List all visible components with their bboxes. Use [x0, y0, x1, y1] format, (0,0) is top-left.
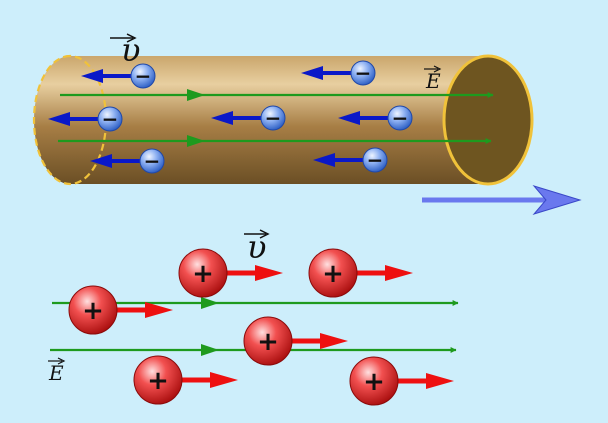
positive-sign: +: [147, 366, 169, 396]
current-direction-arrow: [422, 185, 582, 215]
electron-sign: −: [367, 148, 384, 172]
electron-icon: [350, 60, 376, 86]
positive-sign: +: [363, 367, 385, 397]
velocity-label-top: υ: [110, 31, 140, 69]
electron-icon: [387, 105, 413, 131]
electron-sign: −: [102, 107, 119, 131]
positive-charge-icon: [308, 248, 358, 298]
electron: −: [301, 60, 376, 86]
field-label-top: E: [424, 65, 442, 93]
tube-field-line: [58, 135, 492, 147]
field-symbol-bottom: E: [48, 361, 64, 385]
electron: −: [338, 105, 413, 131]
positive-sign: +: [322, 259, 344, 289]
electron-icon: [362, 147, 388, 173]
electron-sign: −: [355, 61, 372, 85]
positive-charge: +: [178, 248, 283, 298]
velocity-symbol-top: υ: [121, 31, 140, 69]
positive-charges: + + + + + +: [68, 248, 454, 406]
velocity-arrow-icon: [113, 302, 173, 318]
field-direction-icon: [201, 297, 219, 309]
field-direction-icon: [187, 135, 205, 147]
tube-field-lines: [58, 89, 494, 147]
electron: −: [90, 148, 165, 174]
positive-charge-icon: [243, 316, 293, 366]
positive-charge-icon: [349, 356, 399, 406]
positive-charge-icon: [178, 248, 228, 298]
electron-sign: −: [392, 106, 409, 130]
electron: −: [48, 106, 123, 132]
velocity-arrow-icon: [223, 265, 283, 281]
positive-sign: +: [257, 327, 279, 357]
conductor-left-rim: [32, 54, 108, 186]
velocity-arrow-icon: [313, 153, 369, 167]
electron-icon: [97, 106, 123, 132]
positive-charge: +: [349, 356, 454, 406]
electron-icon: [260, 105, 286, 131]
field-label-bottom: E: [48, 357, 66, 385]
electron-icon: [139, 148, 165, 174]
electron: −: [211, 105, 286, 131]
field-direction-icon: [201, 344, 219, 356]
positive-charge: +: [133, 355, 238, 405]
velocity-arrow-icon: [301, 66, 357, 80]
positive-charge-icon: [133, 355, 183, 405]
conductor-right-end: [442, 54, 534, 186]
tube-field-line: [60, 89, 494, 101]
electron: −: [313, 147, 388, 173]
electron-sign: −: [135, 64, 152, 88]
positive-sign: +: [192, 259, 214, 289]
velocity-arrow-icon: [48, 112, 104, 126]
positive-charge-icon: [68, 285, 118, 335]
electron-sign: −: [265, 106, 282, 130]
positive-charge: +: [243, 316, 348, 366]
velocity-arrow-icon: [288, 333, 348, 349]
electron-icon: [130, 63, 156, 89]
velocity-arrow-icon: [178, 372, 238, 388]
positive-sign: +: [82, 296, 104, 326]
positive-charge: +: [68, 285, 173, 335]
field-symbol-top: E: [425, 69, 441, 93]
electron: −: [81, 63, 156, 89]
velocity-arrow-icon: [353, 265, 413, 281]
velocity-arrow-icon: [211, 111, 267, 125]
positive-charge: +: [308, 248, 413, 298]
bottom-field-line: [52, 297, 459, 309]
electrons: −−−−−−−: [48, 60, 413, 174]
velocity-label-bottom: υ: [244, 228, 270, 266]
velocity-arrow-icon: [338, 111, 394, 125]
field-direction-icon: [187, 89, 205, 101]
velocity-arrow-icon: [81, 69, 137, 83]
velocity-arrow-icon: [90, 154, 146, 168]
velocity-arrow-icon: [394, 373, 454, 389]
electron-sign: −: [144, 149, 161, 173]
